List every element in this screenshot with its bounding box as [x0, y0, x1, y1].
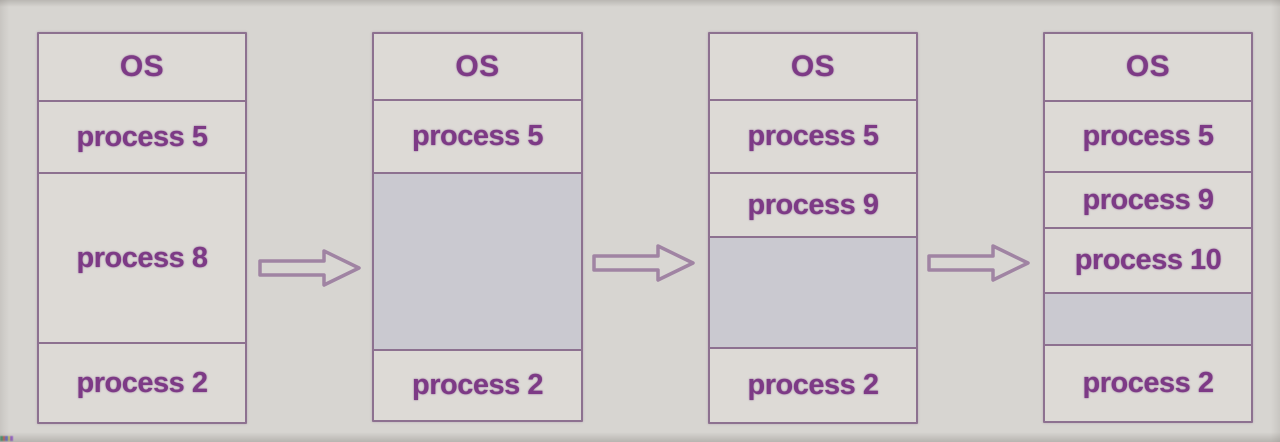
free-memory-hole [710, 236, 916, 347]
memory-segment-os: OS [1045, 34, 1251, 100]
memory-segment-os: OS [710, 34, 916, 99]
memory-column-2: OS process 5 process 2 [372, 32, 583, 422]
segment-label: process 2 [76, 366, 208, 399]
segment-label: process 2 [412, 369, 543, 401]
right-arrow-icon [258, 249, 361, 287]
memory-segment-process-9: process 9 [1045, 171, 1251, 227]
segment-label: OS [790, 49, 836, 83]
memory-segment-os: OS [39, 34, 245, 100]
segment-label: process 5 [1082, 120, 1214, 152]
segment-label: OS [1125, 50, 1171, 83]
memory-segment-process-9: process 9 [710, 172, 916, 236]
memory-column-3: OS process 5 process 9 process 2 [708, 32, 918, 424]
segment-label: process 9 [747, 188, 879, 221]
segment-label: process 10 [1074, 244, 1222, 276]
memory-segment-process-2: process 2 [39, 342, 245, 422]
memory-segment-process-2: process 2 [710, 347, 916, 422]
memory-segment-process-8: process 8 [39, 172, 245, 342]
segment-label: OS [119, 50, 165, 83]
segment-label: process 2 [747, 369, 879, 401]
memory-segment-os: OS [374, 34, 581, 99]
segment-label: process 5 [412, 120, 543, 152]
memory-segment-process-10: process 10 [1045, 227, 1251, 292]
free-memory-hole [374, 172, 581, 349]
memory-segment-process-5: process 5 [1045, 100, 1251, 171]
segment-label: OS [455, 49, 500, 83]
memory-column-1: OS process 5 process 8 process 2 [37, 32, 247, 424]
memory-segment-process-5: process 5 [374, 99, 581, 172]
segment-label: process 5 [76, 120, 208, 153]
segment-label: process 9 [1082, 183, 1214, 216]
memory-column-4: OS process 5 process 9 process 10 proces… [1043, 32, 1253, 423]
segment-label: process 5 [747, 120, 879, 152]
free-memory-hole [1045, 292, 1251, 344]
video-compression-artifact [0, 436, 13, 441]
right-arrow-icon [592, 244, 695, 282]
memory-segment-process-5: process 5 [710, 99, 916, 172]
memory-segment-process-5: process 5 [39, 100, 245, 172]
memory-segment-process-2: process 2 [374, 349, 581, 420]
segment-label: process 2 [1082, 367, 1214, 399]
right-arrow-icon [927, 244, 1030, 282]
segment-label: process 8 [76, 241, 208, 274]
memory-segment-process-2: process 2 [1045, 344, 1251, 421]
